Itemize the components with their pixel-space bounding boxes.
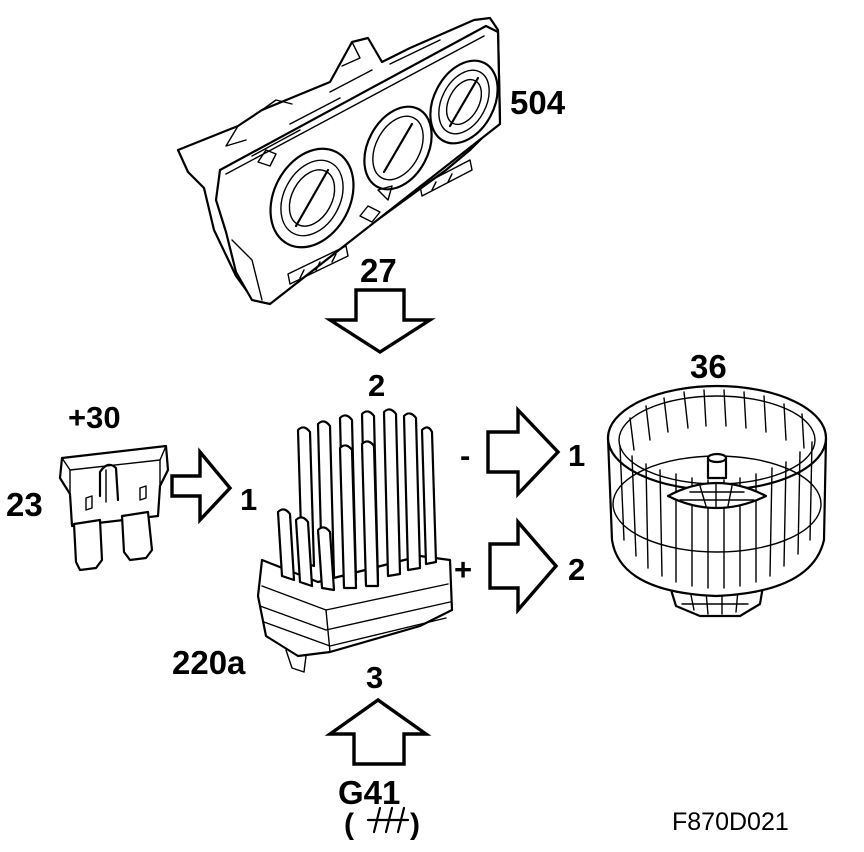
ground-symbol-icon — [366, 806, 410, 834]
arrow-up-from-ground — [324, 697, 432, 766]
heater-control-panel-icon — [176, 16, 502, 306]
arrow-plus-to-motor — [488, 517, 559, 615]
label-resistor: 220a — [172, 644, 246, 681]
arrow-minus-to-motor — [486, 405, 561, 499]
label-ground-paren-close: ) — [410, 808, 420, 841]
label-resistor-bottom-pin: 3 — [366, 660, 383, 695]
arrow-fuse-to-resistor — [170, 447, 233, 525]
label-motor-pin-1: 1 — [568, 438, 585, 473]
label-control-panel: 504 — [510, 84, 566, 121]
label-ground-paren-open: ( — [344, 808, 354, 841]
label-blower-motor: 36 — [690, 348, 727, 385]
blower-motor-icon — [606, 384, 828, 618]
arrow-down-from-control-panel — [324, 288, 436, 355]
label-motor-pin-2: 2 — [568, 552, 585, 587]
label-plus-sign: + — [454, 552, 472, 587]
label-fuse: 23 — [6, 486, 43, 523]
label-resistor-top-pin: 2 — [368, 368, 385, 403]
blade-fuse-icon — [58, 444, 170, 572]
figure-code: F870D021 — [672, 808, 789, 836]
label-minus-sign: - — [460, 438, 470, 473]
label-control-to-resistor: 27 — [360, 252, 397, 289]
label-ground: G41 — [338, 774, 400, 811]
label-resistor-input-pin: 1 — [240, 482, 257, 517]
blower-resistor-icon — [256, 408, 454, 673]
label-fuse-supply: +30 — [68, 400, 121, 435]
